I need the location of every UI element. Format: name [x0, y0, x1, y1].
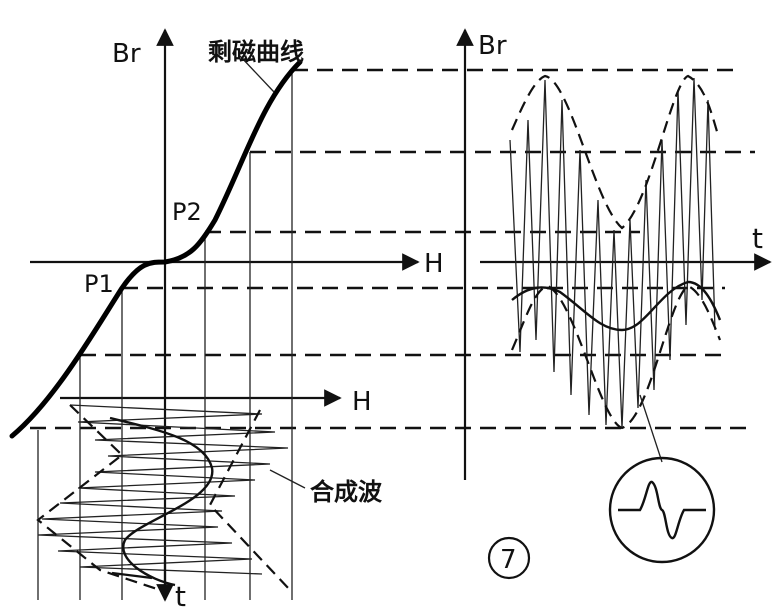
composite-wave-label: 合成波 — [310, 478, 383, 506]
pulse-shape-icon — [618, 480, 706, 540]
br-label-right: Br — [478, 31, 507, 61]
t-axis-tick — [111, 571, 153, 580]
magnifier-circle — [608, 456, 716, 564]
horizontal-projection-lines — [30, 68, 755, 430]
figure-number-circle — [487, 536, 531, 580]
remanence-curve — [9, 59, 303, 439]
figure-number: 7 — [500, 545, 517, 575]
magnifier-leader — [639, 394, 663, 463]
input-envelope-left — [36, 404, 161, 592]
t-label-bottom: t — [175, 580, 186, 613]
t-label-right: t — [752, 222, 763, 255]
h-label-lower: H — [352, 387, 372, 417]
lower-envelope — [510, 284, 722, 430]
curve-name-label: 剩磁曲线 — [208, 38, 304, 66]
composite-sine — [109, 416, 214, 587]
output-waveform — [509, 77, 716, 429]
h-label-main: H — [424, 249, 444, 279]
input-waveform — [37, 404, 289, 575]
composite-leader — [269, 469, 306, 489]
p2-label: P2 — [172, 198, 202, 226]
upper-envelope — [510, 74, 720, 230]
br-label-left: Br — [112, 39, 141, 69]
center-trace — [511, 280, 722, 332]
p1-label: P1 — [84, 270, 114, 298]
curve-label-leader — [239, 55, 275, 93]
